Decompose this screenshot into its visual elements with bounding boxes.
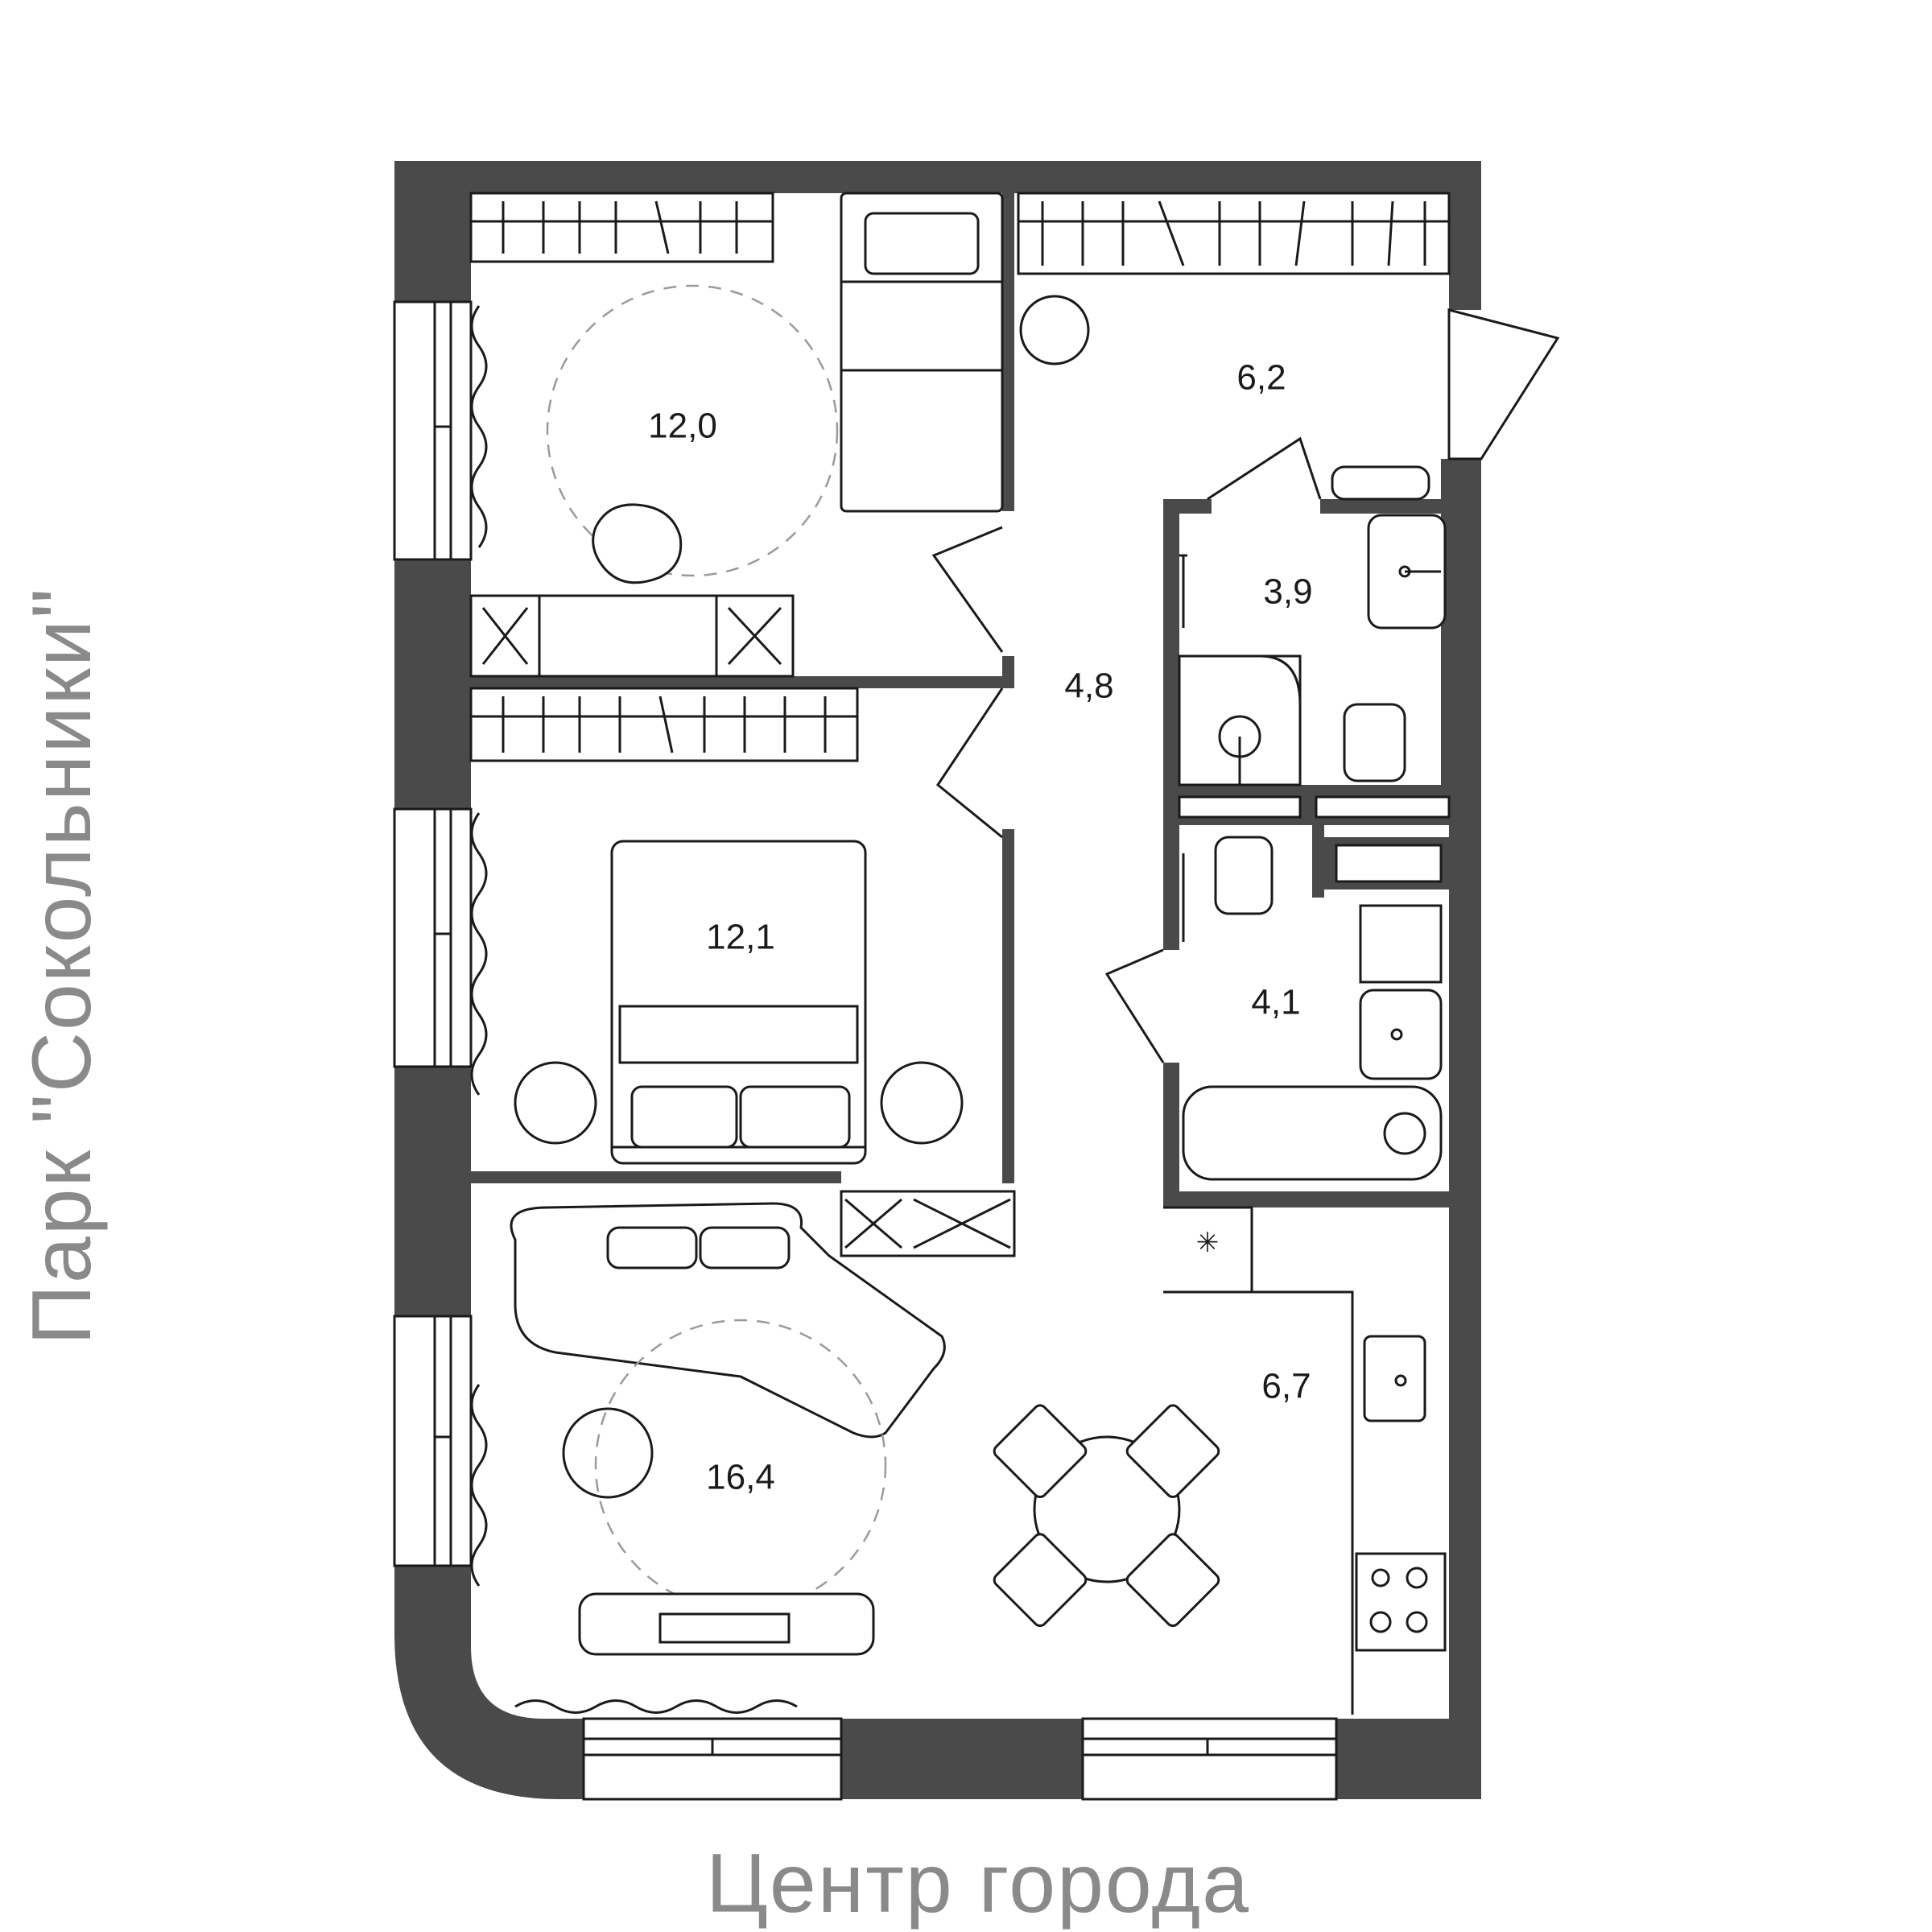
outer-walls: [394, 161, 1481, 1799]
area-bathroom-lower: 4,1: [1251, 983, 1300, 1022]
bathroom-lower-fixtures: [1104, 836, 1443, 1181]
bathroom-upper-fixtures: [1178, 514, 1447, 786]
bedroom-small-furniture: [469, 192, 1004, 678]
windows: [393, 300, 1338, 1801]
area-corridor: 4,8: [1064, 667, 1113, 706]
interior-walls: [471, 193, 1451, 1208]
orientation-bottom-label: Центр города: [706, 1837, 1250, 1930]
area-bedroom-small: 12,0: [648, 407, 717, 446]
orientation-left-label: Парк "Сокольники": [15, 587, 109, 1345]
wardrobes: [469, 192, 1451, 762]
bedroom-master-furniture: [514, 687, 1004, 1165]
hallway-furniture: [1019, 295, 1560, 501]
living-kitchen-furniture: ✳: [510, 1190, 1447, 1715]
area-kitchen: 6,7: [1261, 1367, 1311, 1406]
area-living-room: 16,4: [706, 1458, 775, 1497]
curtains: [470, 305, 798, 1714]
area-hallway-entry: 6,2: [1236, 358, 1286, 398]
svg-text:✳: ✳: [1196, 1228, 1220, 1258]
room-area-labels: 12,0 6,2 3,9 4,8 12,1 4,1 6,7 16,4: [648, 358, 1312, 1497]
area-bedroom-master: 12,1: [706, 918, 775, 957]
area-bathroom-upper: 3,9: [1263, 572, 1312, 612]
